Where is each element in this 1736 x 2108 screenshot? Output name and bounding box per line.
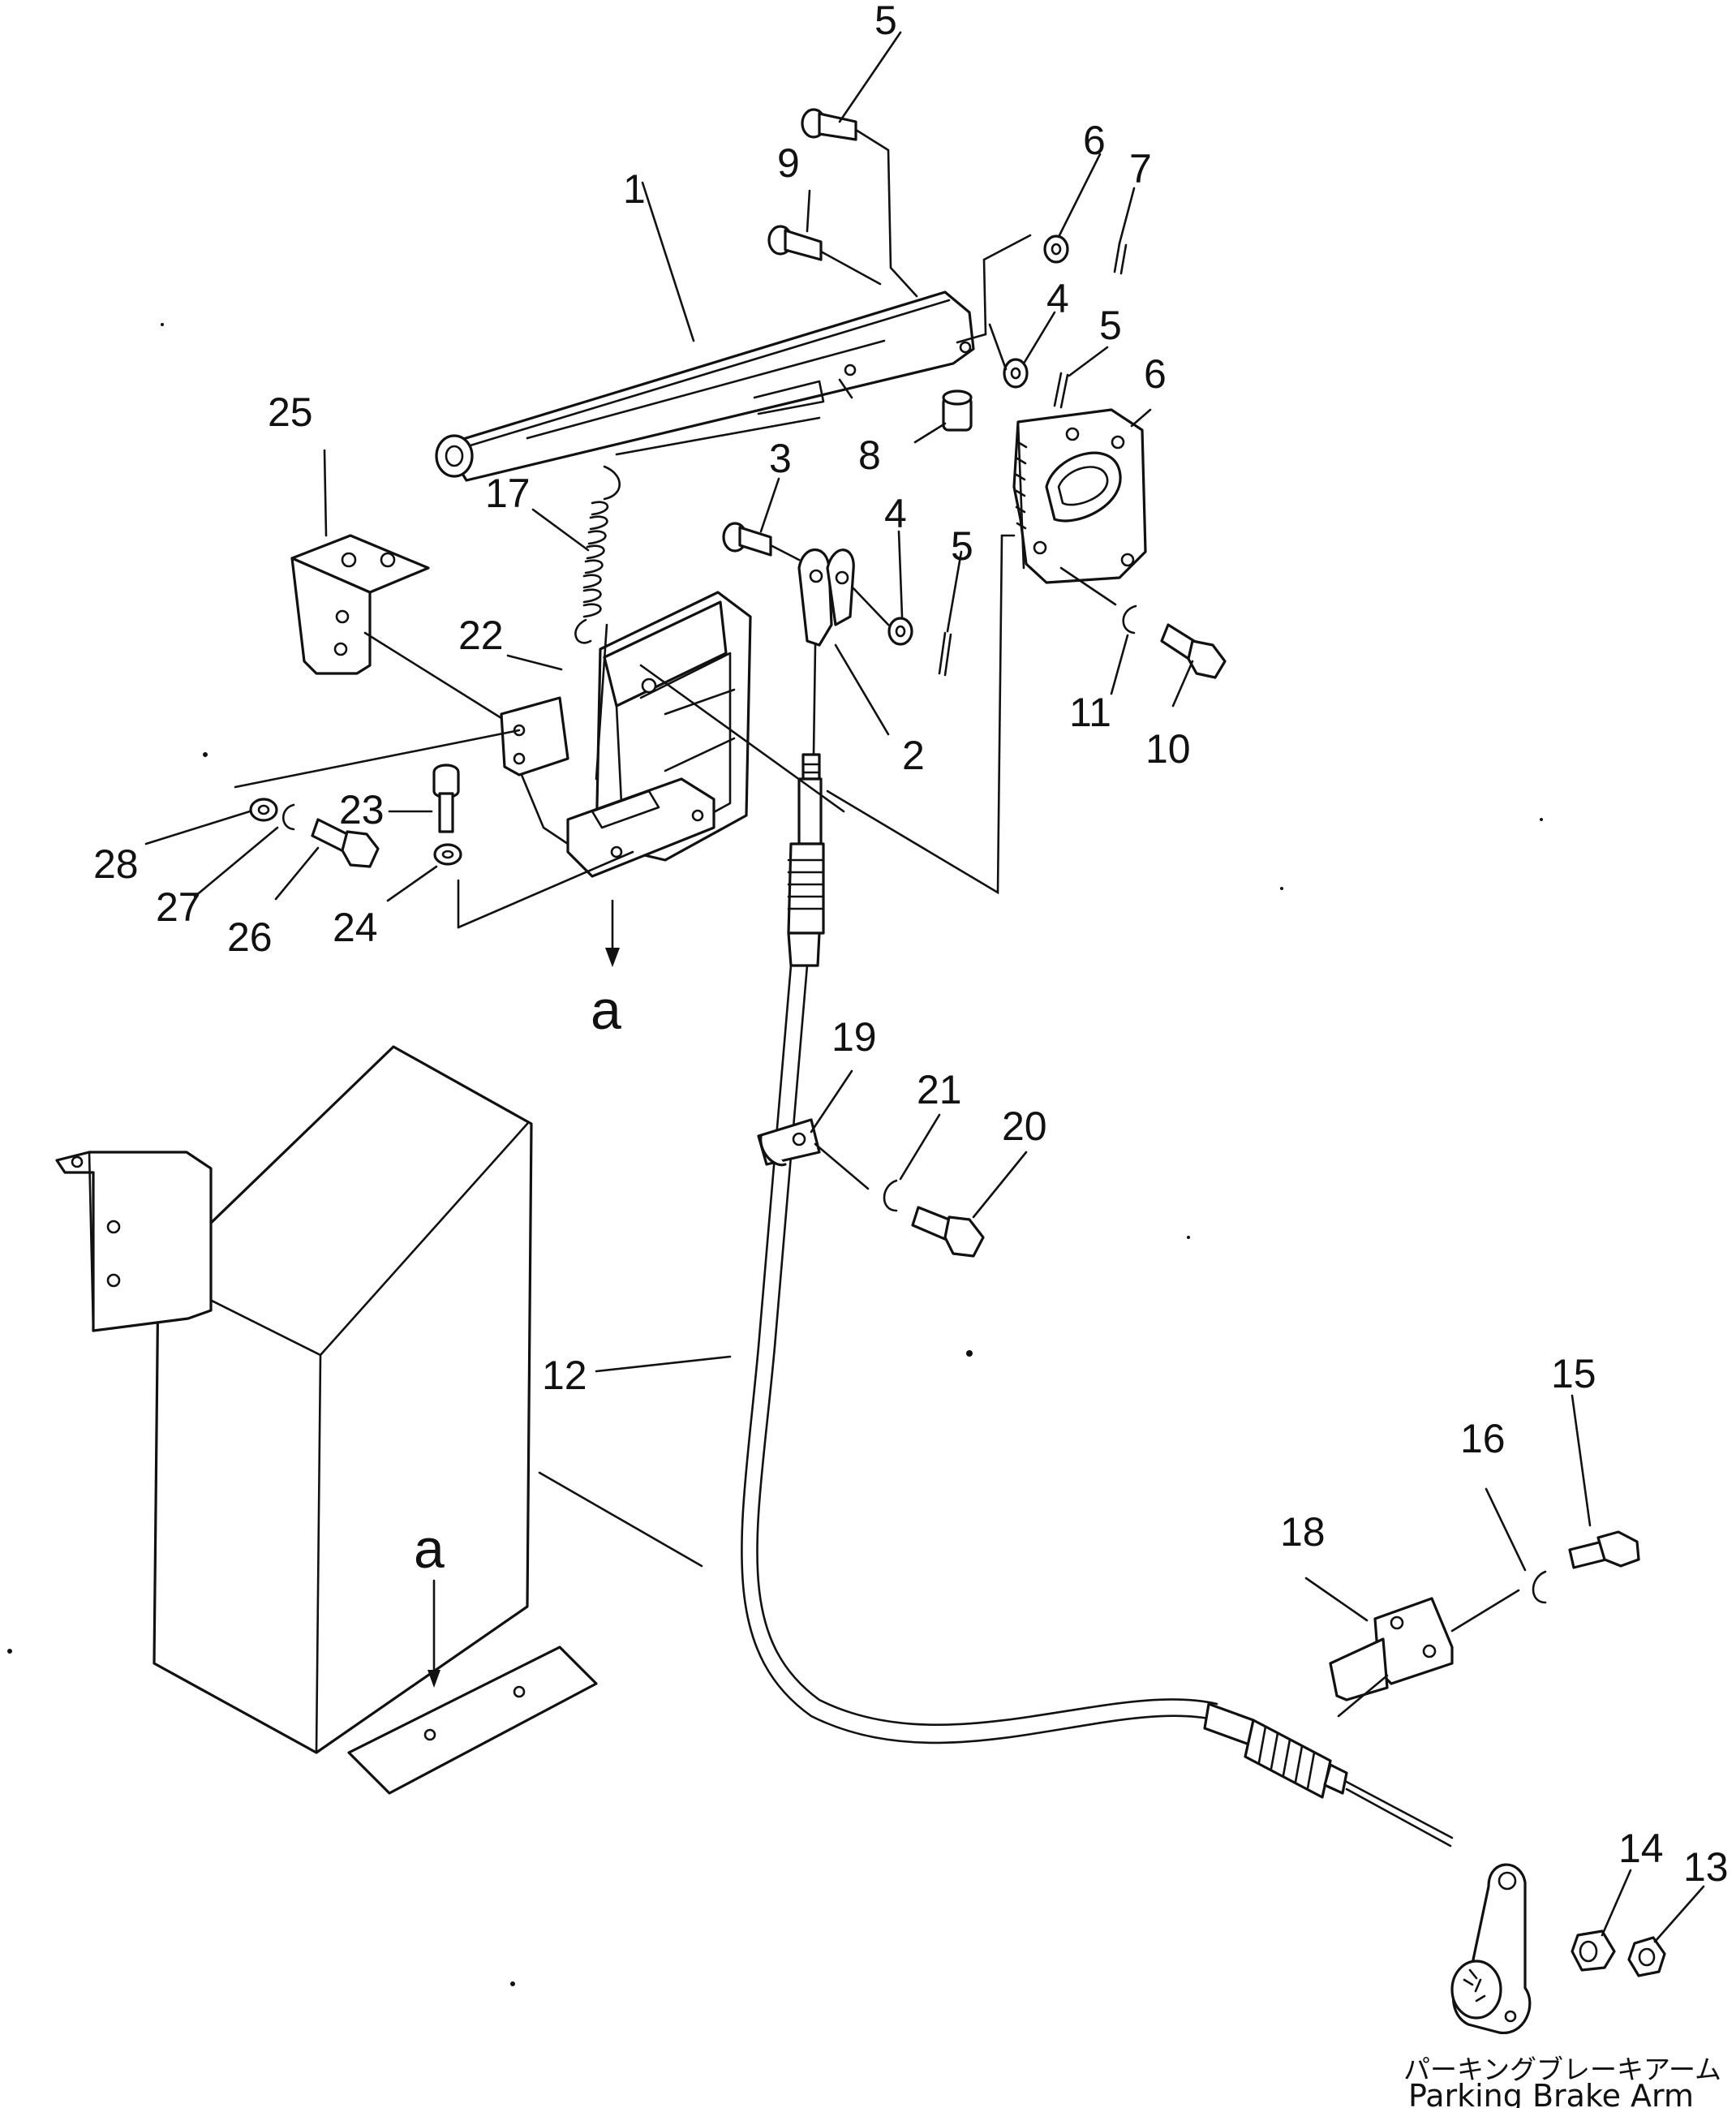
section-arrow-lower	[428, 1579, 440, 1688]
bolt-25	[432, 764, 460, 833]
caption-english: Parking Brake Arm	[1408, 2078, 1694, 2108]
callout-4-lower: 4	[884, 491, 907, 536]
callout-25: 23	[339, 787, 385, 832]
callout-26: 24	[333, 905, 378, 950]
bracket-20	[1329, 1597, 1454, 1701]
bolt-12	[1160, 623, 1227, 679]
lockwasher-29	[281, 803, 295, 831]
callout-leaders	[144, 31, 1705, 1943]
callout-16: 14	[1618, 1826, 1664, 1871]
callout-29: 27	[156, 884, 201, 930]
callout-6: 6	[1144, 351, 1167, 397]
callout-12: 10	[1145, 726, 1191, 772]
assembly-lines	[234, 128, 1520, 1718]
lever-stand	[500, 591, 752, 878]
clevis-2	[797, 548, 855, 756]
callout-10: 8	[858, 432, 881, 478]
section-arrow-upper	[605, 899, 620, 967]
callout-numbers: 5 9 6 7 1 4 5 6 25 8 3 17 4 5 22 11 10 2…	[93, 0, 1729, 1890]
callout-23: 21	[917, 1067, 962, 1112]
callout-1: 1	[623, 166, 646, 212]
callout-7: 5	[874, 0, 897, 43]
spring-19	[574, 465, 621, 781]
nut-15	[1627, 1936, 1666, 1977]
spacer-10	[942, 389, 973, 432]
bolt-11	[767, 225, 823, 261]
callout-19: 17	[485, 471, 531, 516]
callout-20: 18	[1280, 1509, 1326, 1555]
clamp-21	[757, 1118, 821, 1167]
caption-japanese: パーキングブレーキアーム	[1403, 2054, 1721, 2085]
bolt-28	[311, 818, 380, 868]
lockwasher-23	[883, 1179, 898, 1212]
callout-5-lower: 5	[951, 523, 973, 569]
washer-30	[249, 798, 278, 822]
bracket-27	[290, 534, 430, 675]
callout-22: 20	[1002, 1103, 1047, 1149]
callout-3: 3	[769, 436, 792, 481]
pin-5-lower	[938, 631, 952, 677]
sector-plate	[1012, 408, 1147, 584]
callout-4-upper: 4	[1046, 276, 1069, 321]
pin-9	[1113, 242, 1128, 275]
callout-14: 12	[542, 1353, 587, 1398]
lockwasher-18	[1532, 1570, 1547, 1604]
bolt-3	[722, 522, 772, 557]
bolt-7	[801, 108, 857, 141]
washer-8	[1043, 234, 1069, 264]
washer-4-lower	[887, 617, 913, 646]
bolt-22	[911, 1206, 985, 1258]
bolt-17	[1568, 1530, 1640, 1569]
lockwasher-13	[1122, 604, 1137, 635]
callout-21: 19	[831, 1014, 877, 1060]
washer-4-upper	[1003, 358, 1029, 389]
parking-brake-arm	[1450, 1863, 1532, 2034]
callout-28: 26	[227, 914, 273, 960]
brake-lever	[435, 290, 975, 482]
callout-17: 15	[1551, 1351, 1596, 1396]
callout-18: 16	[1460, 1416, 1506, 1461]
caption: パーキングブレーキアーム Parking Brake Arm	[1403, 2054, 1721, 2108]
scan-specks	[7, 323, 1543, 1986]
section-mark-upper: a	[591, 979, 621, 1041]
callout-11: 9	[777, 140, 800, 186]
lockwasher-26	[433, 843, 462, 866]
spacer-16	[1571, 1929, 1616, 1972]
cover-box	[55, 1045, 598, 1795]
callout-2: 2	[902, 733, 925, 778]
callout-24: 22	[458, 613, 504, 658]
callout-27: 25	[268, 389, 313, 435]
callout-8: 6	[1083, 118, 1106, 163]
callout-13: 11	[1069, 690, 1111, 735]
cable-14	[741, 753, 1218, 1744]
section-mark-lower: a	[414, 1518, 445, 1580]
callout-5-upper: 5	[1099, 303, 1122, 348]
pin-5-upper	[1053, 372, 1069, 409]
cable-end	[1203, 1702, 1454, 1848]
callout-30: 28	[93, 841, 139, 887]
callout-15: 13	[1683, 1844, 1729, 1890]
callout-9: 7	[1129, 146, 1152, 191]
